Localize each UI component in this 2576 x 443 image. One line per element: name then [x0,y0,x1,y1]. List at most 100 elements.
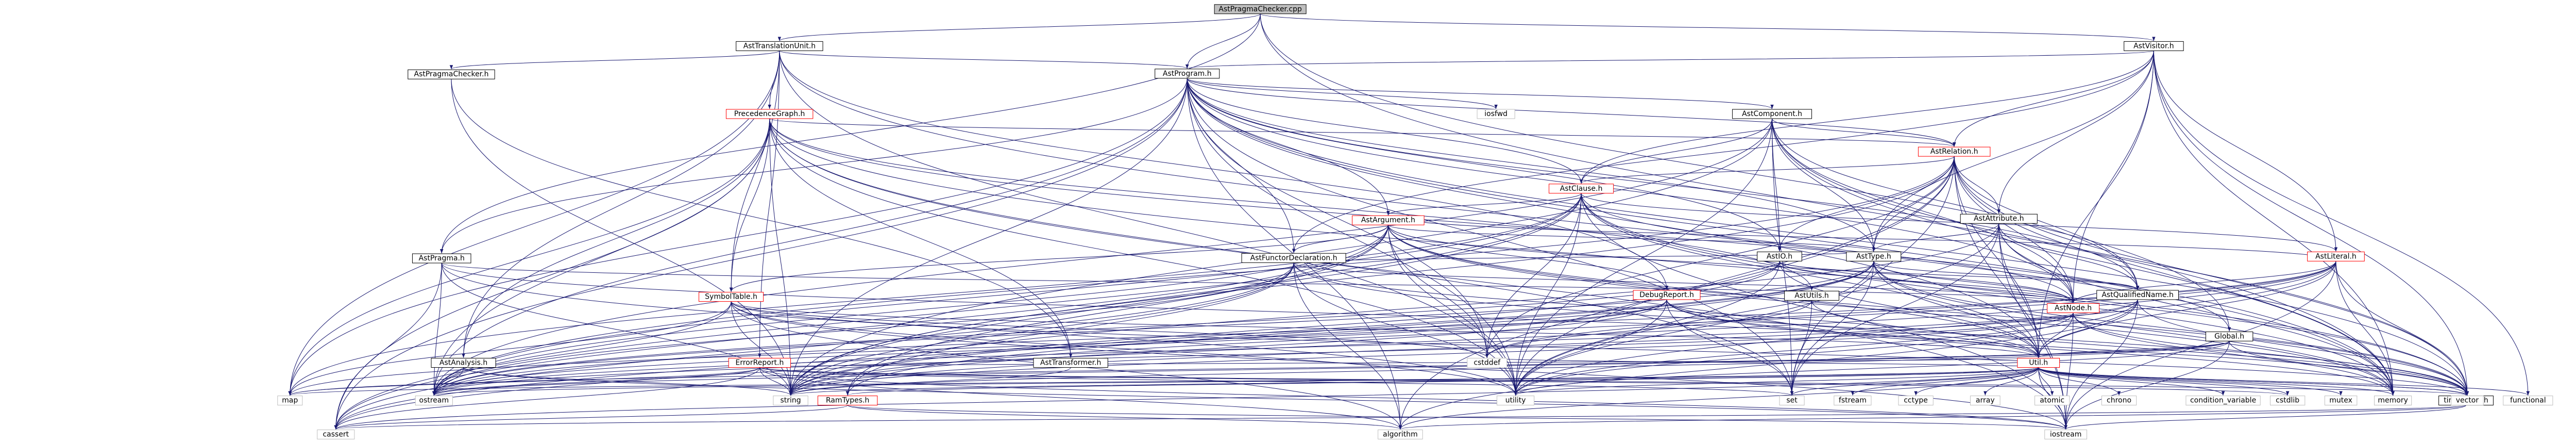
edge-relation-to-utility [1514,156,1955,396]
node-box-array [1970,396,2001,406]
node-program[interactable]: AstProgram.h [1155,69,1220,79]
node-label-cctype: cctype [1904,397,1928,405]
edge-program-to-astio [1187,78,1782,252]
node-precgraph[interactable]: PrecedenceGraph.h [725,109,814,119]
node-global[interactable]: Global.h [2205,331,2253,341]
node-util[interactable]: Util.h [2017,358,2060,368]
edge-symtable-to-string [731,301,792,396]
edge-component-to-ostream [432,119,1773,396]
node-box-ramtypes [817,396,878,406]
edge-pragma-to-astnode [441,262,2075,303]
node-cstdlib: cstdlib [2269,396,2306,406]
node-box-qualname [2096,290,2179,300]
edge-relation-to-qualname [1954,156,2140,290]
edge-errorrep-to-vector [759,367,2469,396]
edge-visitor-to-functor [1292,51,2154,253]
edge-relation-to-astio [1777,156,1955,252]
node-box-algorithm [1378,429,1423,439]
edge-visitor-to-program [1185,50,2154,69]
node-box-map [277,396,303,406]
edge-visitor-to-asttype [1872,51,2154,252]
node-errorrep[interactable]: ErrorReport.h [728,358,791,368]
edge-relation-to-asttype [1872,156,1955,252]
node-box-precgraph [725,109,814,119]
edge-global-to-ostream [432,340,2230,396]
edge-clause-to-memory [1581,193,2395,396]
edge-program-to-pragma [440,78,1188,254]
edge-global-to-utility [1514,341,2230,396]
node-label-qualname: AstQualifiedName.h [2102,291,2174,299]
node-astio[interactable]: AstIO.h [1757,251,1802,261]
edge-program-to-utility [1187,78,1517,396]
node-label-memory: memory [2378,397,2408,405]
node-label-transformer: AstTransformer.h [1040,359,1101,367]
node-literal[interactable]: AstLiteral.h [2307,251,2365,261]
node-box-condvar [2185,396,2261,406]
node-string: string [773,396,808,406]
edge-argument-to-cassert [334,225,1388,430]
node-memory: memory [2374,396,2412,406]
edge-clause-to-map [288,193,1582,396]
node-qualname[interactable]: AstQualifiedName.h [2096,290,2179,300]
edge-attribute-to-astnode [1998,223,2075,303]
edge-util-to-array [1984,367,2039,396]
edge-qualname-to-ostream [432,299,2138,396]
node-functor[interactable]: AstFunctorDeclaration.h [1241,253,1346,263]
node-clause[interactable]: AstClause.h [1549,184,1614,194]
edge-pragma-to-utility [441,262,1517,396]
node-argument[interactable]: AstArgument.h [1352,215,1425,225]
node-label-relation: AstRelation.h [1930,147,1978,156]
node-transformer[interactable]: AstTransformer.h [1033,358,1108,368]
node-box-atomic [2034,396,2070,406]
node-astutils[interactable]: AstUtils.h [1784,290,1839,301]
edge-qualname-to-util [2037,299,2138,358]
node-label-precgraph: PrecedenceGraph.h [734,110,805,118]
edge-argument-to-ramtypes [846,225,1388,396]
edge-debugrep-to-memory [1666,299,2395,396]
node-astnode[interactable]: AstNode.h [2047,303,2100,314]
node-box-cassert [317,429,355,439]
node-symtable[interactable]: SymbolTable.h [699,292,764,302]
node-label-atomic: atomic [2040,397,2064,405]
node-pchecker_h[interactable]: AstPragmaChecker.h [408,69,495,79]
edge-precgraph-to-analysis [462,119,770,358]
node-box-argument [1352,215,1425,225]
edge-precgraph-to-ostream [432,119,770,396]
node-label-literal: AstLiteral.h [2315,252,2357,260]
node-relation[interactable]: AstRelation.h [1918,146,1991,157]
edge-util-to-condvar [2038,367,2225,396]
edge-relation-to-ostream [432,156,1955,396]
node-cstddef: cstddef [1467,358,1507,368]
node-pragma[interactable]: AstPragma.h [412,253,471,264]
node-root[interactable]: AstPragmaChecker.cpp [1214,4,1307,14]
node-transunit[interactable]: AstTranslationUnit.h [736,41,823,51]
edge-asttype-to-set [1790,261,1874,396]
edge-util-to-cassert [334,367,2039,430]
edge-argument-to-asttype [1387,224,1875,252]
node-component[interactable]: AstComponent.h [1732,109,1812,119]
edge-debugrep-to-set [1666,299,1794,396]
node-analysis[interactable]: AstAnalysis.h [431,358,496,368]
node-asttype[interactable]: AstType.h [1846,251,1902,261]
edge-util-to-set [1790,367,2039,396]
edge-visitor-to-astnode [2071,51,2154,303]
edge-argument-to-util [1387,225,2040,358]
node-condvar: condition_variable [2185,396,2261,406]
edge-pragma-to-ostream [432,263,442,396]
node-visitor[interactable]: AstVisitor.h [2124,41,2184,51]
edge-tinyformat-to-algorithm [1399,405,2467,430]
edge-symtable-to-utility [731,301,1517,396]
edge-transunit-to-pchecker_h [450,50,780,70]
node-label-clause: AstClause.h [1560,185,1603,193]
node-attribute[interactable]: AstAttribute.h [1960,214,2038,224]
node-label-mutex: mutex [2329,397,2352,405]
node-ramtypes[interactable]: RamTypes.h [817,396,878,406]
node-label-string: string [780,397,801,405]
edge-precgraph-to-astutils [769,119,1814,291]
node-label-analysis: AstAnalysis.h [439,359,487,367]
node-label-iostream: iostream [2050,430,2082,438]
edge-astnode-to-iostream [2064,313,2074,430]
edge-attribute-to-string [789,223,1999,396]
node-debugrep[interactable]: DebugReport.h [1633,290,1701,300]
node-box-debugrep [1633,290,1701,300]
